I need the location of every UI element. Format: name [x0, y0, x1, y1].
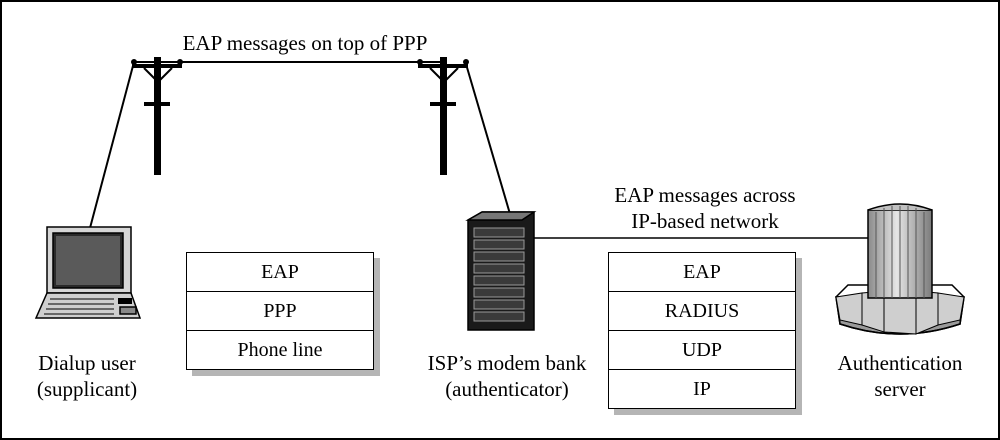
left-stack-layer-ppp: PPP: [187, 292, 373, 331]
right-protocol-stack: EAP RADIUS UDP IP: [608, 252, 796, 409]
top-link-label: EAP messages on top of PPP: [182, 31, 428, 55]
right-stack-layer-udp: UDP: [609, 331, 795, 370]
left-stack-layer-phone-line: Phone line: [237, 339, 323, 361]
isp-modem-bank-label: ISP’s modem bank (authenticator): [397, 350, 617, 402]
ip-link-label-line1: EAP messages across: [614, 183, 796, 207]
mainframe-server-icon: [835, 203, 965, 335]
dialup-user-label-line2: (supplicant): [36, 377, 138, 401]
laptop-icon: [34, 226, 142, 319]
ip-link-label-line2: IP-based network: [631, 209, 779, 233]
isp-modem-bank-label-line1: ISP’s modem bank: [427, 351, 587, 375]
phone-wires: [89, 61, 511, 229]
right-stack-layer-eap: EAP: [609, 253, 795, 292]
telephone-pole-icon: [131, 57, 183, 175]
server-rack-icon: [465, 211, 537, 331]
right-stack-layer-radius: RADIUS: [609, 292, 795, 331]
authentication-server-label-line2: server: [874, 377, 926, 401]
dialup-user-label-line1: Dialup user: [38, 351, 136, 375]
authentication-server-label-line1: Authentication: [837, 351, 963, 375]
left-protocol-stack: EAP PPP Phone line: [186, 252, 374, 370]
left-stack-layer-eap: EAP: [187, 253, 373, 292]
right-stack-layer-ip: IP: [693, 378, 711, 400]
isp-modem-bank-label-line2: (authenticator): [445, 377, 569, 401]
authentication-server-label: Authentication server: [810, 350, 990, 402]
dialup-user-label: Dialup user (supplicant): [12, 350, 162, 402]
ip-link-label: EAP messages across IP-based network: [580, 182, 830, 234]
telephone-pole-icon: [417, 57, 469, 175]
